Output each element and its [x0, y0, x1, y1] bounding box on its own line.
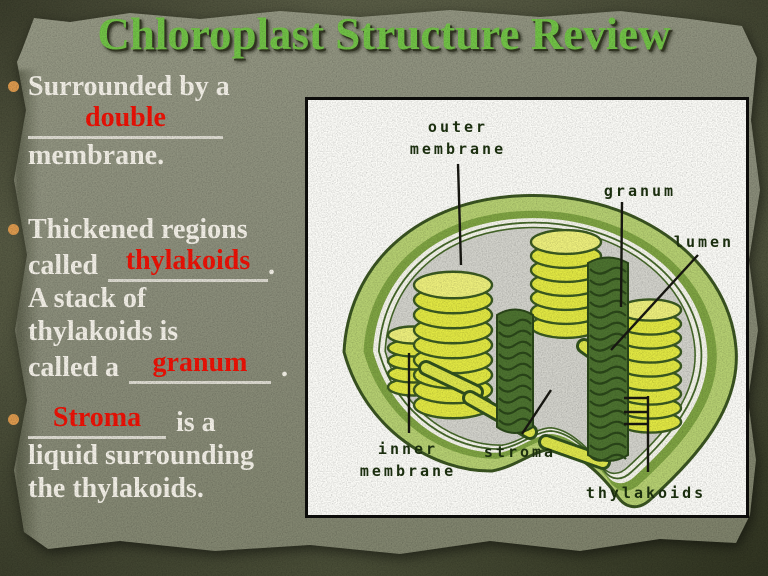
bullet-text-line: Thickened regions: [28, 213, 288, 246]
text-period: .: [268, 250, 275, 281]
bullet-text-line: thylakoids is: [28, 315, 288, 348]
answer-granum: granum: [152, 347, 248, 378]
thylakoid-column: [496, 308, 534, 434]
chloroplast-illustration: outer membrane granum lumen inner membra…: [342, 118, 738, 509]
answer-double: double: [85, 102, 166, 133]
bullet-text-line: A stack of: [28, 282, 288, 315]
label-inner-membrane-2: membrane: [360, 462, 456, 480]
label-stroma: stroma: [484, 443, 556, 461]
label-outer-membrane: outer: [428, 118, 488, 136]
granum-pointer-line: [619, 201, 624, 308]
bullet-text-line: called a granum.: [28, 347, 288, 384]
text-called: called: [28, 250, 98, 281]
text-surrounded: Surrounded by a: [28, 71, 230, 102]
thylakoid-columns: [496, 308, 534, 434]
text-thylakoids-is: thylakoids is: [28, 316, 179, 347]
text-called-a: called a: [28, 352, 119, 383]
bullet-item-thylakoids-granum: Thickened regions called thylakoids. A st…: [6, 213, 288, 384]
text-period: .: [281, 352, 288, 383]
fill-in-blank-stroma: Stroma: [28, 402, 166, 439]
label-inner-membrane: inner: [378, 440, 438, 458]
label-thylakoids: thylakoids: [586, 484, 706, 502]
fill-in-blank-thylakoids: thylakoids: [108, 245, 268, 282]
text-liquid-surrounding: liquid surrounding: [28, 440, 254, 471]
bullet-text-line: Surrounded by a: [28, 70, 230, 103]
text-the-thylakoids: the thylakoids.: [28, 473, 204, 504]
answer-thylakoids: thylakoids: [125, 245, 251, 276]
bullet-text-line: Stroma is a: [28, 402, 254, 439]
label-granum: granum: [604, 182, 676, 200]
answer-stroma: Stroma: [52, 402, 142, 433]
text-a-stack-of: A stack of: [28, 283, 147, 314]
fill-in-blank-granum: granum: [129, 347, 271, 384]
text-thickened: Thickened regions: [28, 214, 248, 245]
bullet-item-double-membrane: Surrounded by a double membrane.: [6, 70, 230, 172]
bullet-icon: [8, 224, 19, 235]
bullet-text-line: membrane.: [28, 139, 230, 172]
label-outer-membrane-2: membrane: [410, 140, 506, 158]
bullet-text-line: called thylakoids.: [28, 245, 288, 282]
text-membrane: membrane.: [28, 140, 165, 171]
slide-title: Chloroplast Structure Review: [97, 9, 671, 59]
bullet-icon: [8, 81, 19, 92]
bullet-text-line: liquid surrounding: [28, 439, 254, 472]
bullet-text-line: double: [28, 102, 230, 139]
text-is-a: is a: [176, 407, 216, 438]
bullet-text-line: the thylakoids.: [28, 472, 254, 505]
label-lumen: lumen: [674, 233, 734, 251]
bullet-icon: [8, 414, 19, 425]
chloroplast-diagram-panel: outer membrane granum lumen inner membra…: [305, 97, 749, 518]
fill-in-blank-double: double: [28, 102, 223, 139]
bullet-item-stroma: Stroma is a liquid surrounding the thylak…: [6, 402, 254, 505]
